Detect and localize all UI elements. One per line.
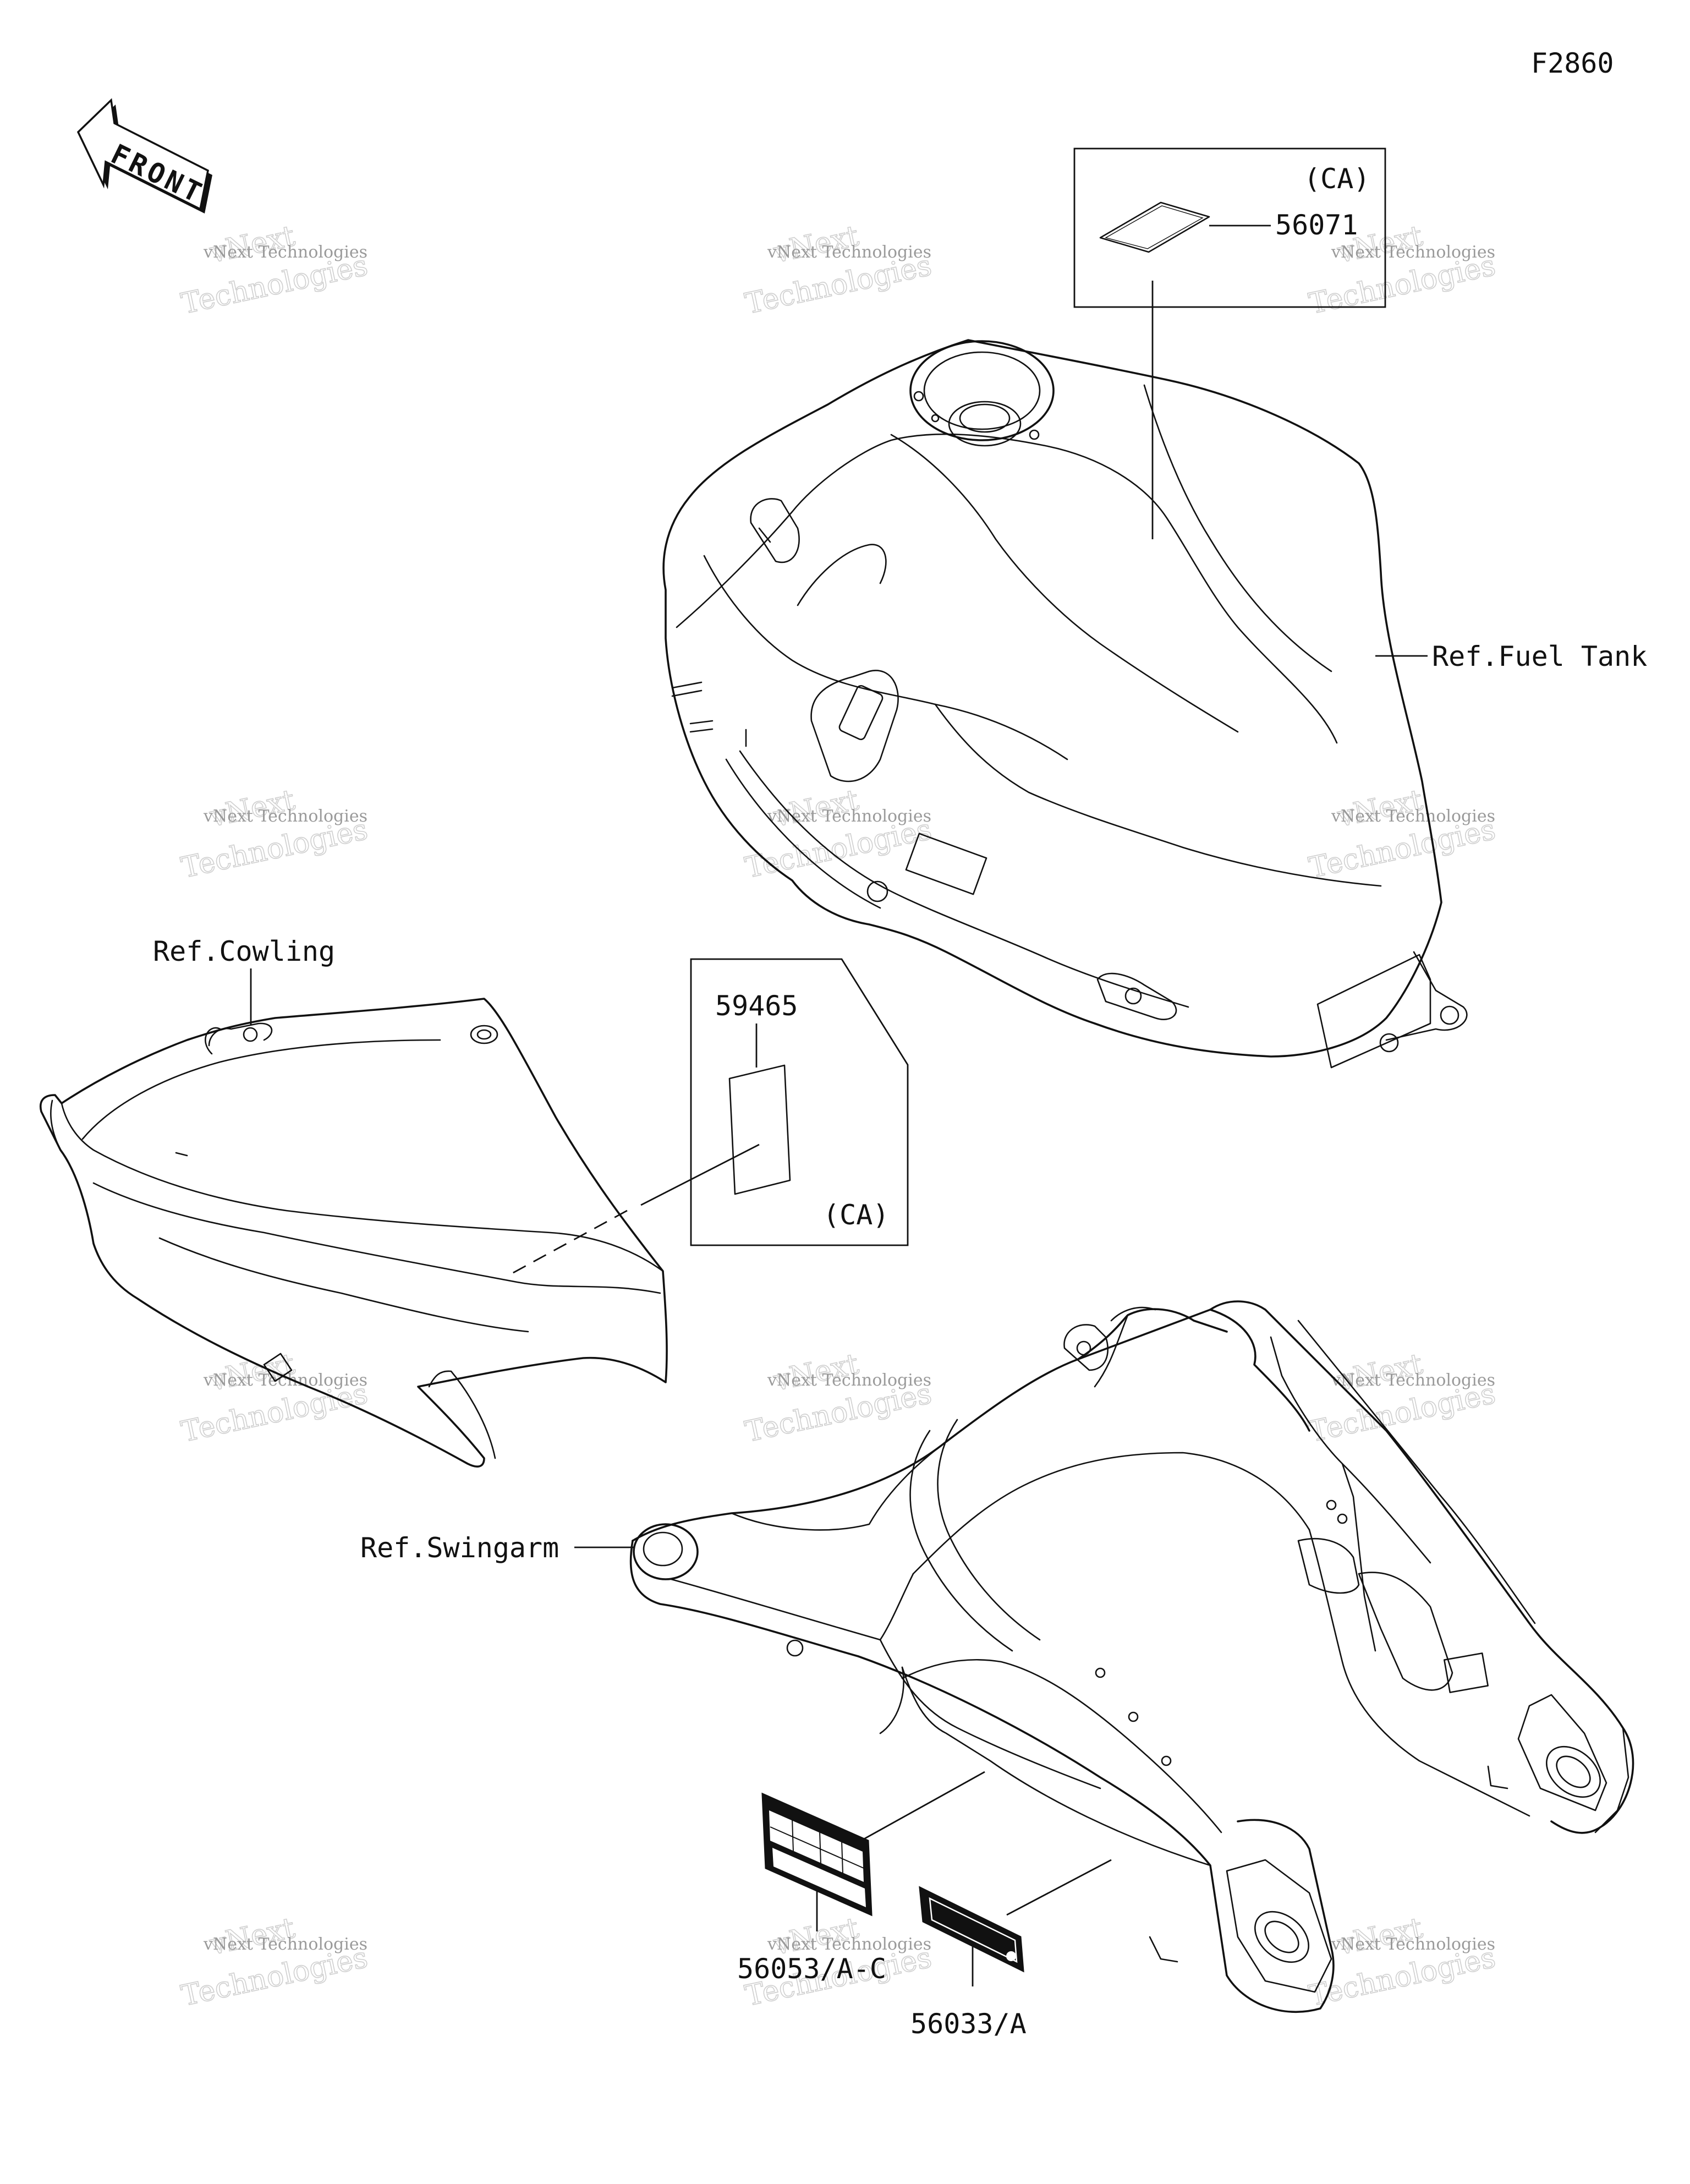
callout-59465[interactable]: 59465 (CA) bbox=[506, 958, 909, 1278]
watermark: Technologies vNext vNext Technologies bbox=[178, 783, 371, 885]
market-code: (CA) bbox=[823, 1199, 889, 1231]
watermark: Technologies vNext vNext Technologies bbox=[742, 1347, 935, 1449]
watermark: Technologies vNext vNext Technologies bbox=[178, 1347, 371, 1449]
svg-text:vNext Technologies: vNext Technologies bbox=[203, 243, 367, 262]
svg-text:vNext Technologies: vNext Technologies bbox=[1331, 243, 1495, 262]
figure-code: F2860 bbox=[1531, 47, 1614, 79]
callout-box bbox=[690, 958, 909, 1246]
callout-56071[interactable]: (CA) 56071 bbox=[1073, 147, 1386, 539]
svg-text:vNext Technologies: vNext Technologies bbox=[767, 807, 931, 826]
ref-swingarm-label: Ref.Swingarm bbox=[360, 1532, 559, 1564]
label-sticker-icon bbox=[1099, 201, 1210, 253]
svg-text:vNext Technologies: vNext Technologies bbox=[767, 1371, 931, 1390]
callout-box bbox=[1073, 147, 1386, 308]
cowling-illustration bbox=[40, 998, 668, 1468]
ref-cowling-label: Ref.Cowling bbox=[153, 935, 335, 967]
svg-text:vNext Technologies: vNext Technologies bbox=[1331, 1935, 1495, 1954]
part-number: 56033/A bbox=[910, 2008, 1027, 2040]
callout-56053[interactable]: 56053/A-C bbox=[737, 1771, 985, 1985]
part-number: 56053/A-C bbox=[737, 1953, 886, 1985]
svg-text:vNext Technologies: vNext Technologies bbox=[767, 1935, 931, 1954]
part-number: 59465 bbox=[715, 990, 798, 1022]
watermark: Technologies vNext vNext Technologies bbox=[742, 219, 935, 321]
svg-text:vNext Technologies: vNext Technologies bbox=[203, 807, 367, 826]
svg-text:vNext Technologies: vNext Technologies bbox=[1331, 1371, 1495, 1390]
svg-text:vNext Technologies: vNext Technologies bbox=[767, 243, 931, 262]
part-number: 56071 bbox=[1275, 209, 1358, 241]
swingarm-illustration bbox=[629, 1300, 1634, 2013]
svg-text:vNext Technologies: vNext Technologies bbox=[203, 1935, 367, 1954]
label-sticker-icon bbox=[761, 1792, 873, 1917]
watermark: Technologies vNext vNext Technologies bbox=[1306, 783, 1499, 885]
watermark: Technologies vNext vNext Technologies bbox=[178, 1911, 371, 2013]
filler-cap-icon bbox=[909, 340, 1055, 441]
ref-fuel-tank-label: Ref.Fuel Tank bbox=[1432, 641, 1647, 672]
watermark: Technologies vNext vNext Technologies bbox=[1306, 1347, 1499, 1449]
label-sticker-icon bbox=[919, 1886, 1024, 1973]
svg-text:vNext Technologies: vNext Technologies bbox=[1331, 807, 1495, 826]
front-direction-arrow-icon[interactable]: FRONT bbox=[76, 98, 212, 214]
callout-56033[interactable]: 56033/A bbox=[910, 1859, 1112, 2040]
market-code: (CA) bbox=[1304, 163, 1370, 195]
watermarks: Technologies vNext vNext Technologies Te… bbox=[178, 219, 1499, 2013]
fuel-tank-illustration bbox=[662, 339, 1468, 1069]
watermark: Technologies vNext vNext Technologies bbox=[178, 219, 371, 321]
watermark: Technologies vNext vNext Technologies bbox=[1306, 1911, 1499, 2013]
label-sticker-icon bbox=[728, 1064, 791, 1195]
